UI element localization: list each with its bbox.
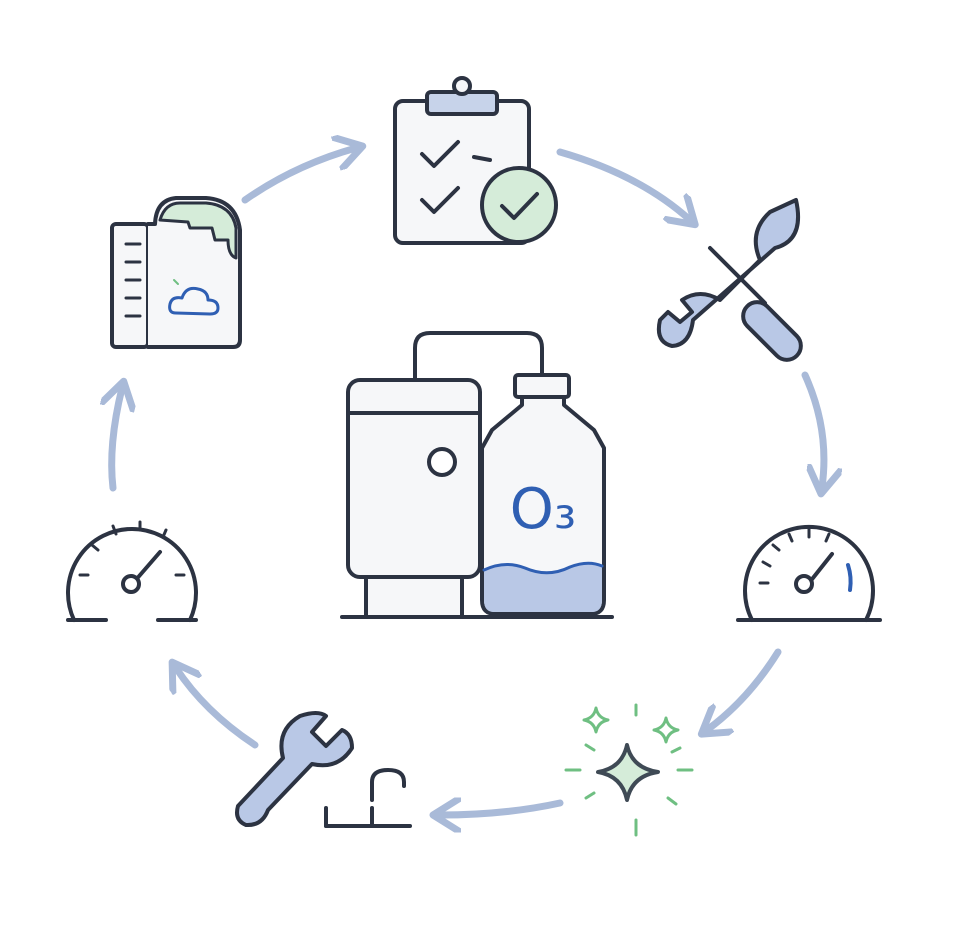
generator-knob bbox=[429, 449, 455, 475]
check-badge bbox=[482, 168, 556, 242]
arrow-wrench-to-gauge bbox=[176, 668, 255, 745]
arrow-tools-to-gauge bbox=[805, 375, 824, 487]
generator-body bbox=[348, 380, 480, 577]
arrow-sparkle-to-wrench bbox=[440, 803, 560, 815]
air-quality-monitor-icon bbox=[112, 198, 240, 347]
gauge-low-icon bbox=[68, 522, 196, 620]
ozone-generator-and-tank-icon bbox=[342, 333, 612, 617]
wrench-and-screwdriver-icon bbox=[659, 200, 807, 366]
checklist-clipboard-icon bbox=[395, 78, 556, 243]
arrow-gauge-to-monitor bbox=[112, 388, 122, 488]
connecting-pipe bbox=[415, 333, 542, 378]
generator-base bbox=[366, 577, 462, 617]
gauge-high-icon bbox=[738, 527, 880, 620]
arrow-gauge-to-sparkle bbox=[707, 652, 778, 730]
wrench-faucet-icon bbox=[237, 713, 410, 826]
tank-cap bbox=[515, 375, 569, 397]
arrow-checklist-to-tools bbox=[560, 152, 690, 220]
sparkle-clean-icon bbox=[566, 705, 692, 835]
ozone-label: O₃ bbox=[510, 477, 577, 542]
arrow-monitor-to-checklist bbox=[245, 148, 356, 200]
